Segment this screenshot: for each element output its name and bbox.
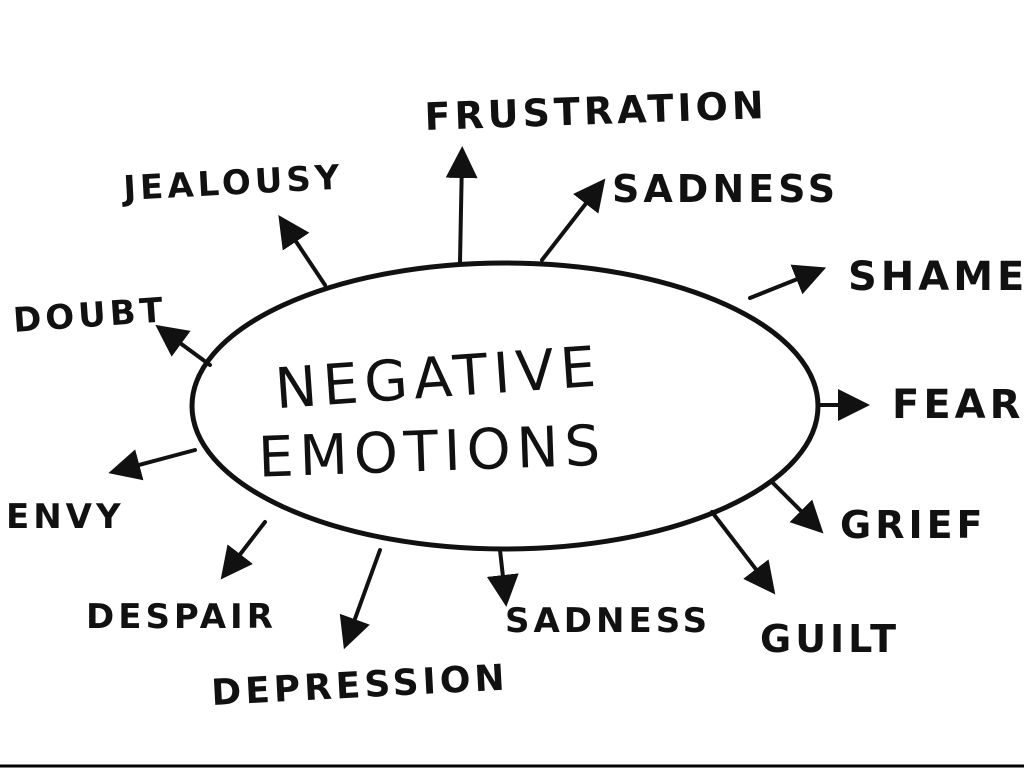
arrow-sadness-top (540, 178, 606, 262)
label-fear: FEAR (892, 382, 1024, 428)
label-shame: SHAME (848, 254, 1024, 300)
arrow-depression (339, 548, 382, 650)
arrow-envy (108, 448, 197, 481)
label-sadness-bottom: SADNESS (505, 601, 711, 641)
label-depression: DEPRESSION (210, 657, 509, 714)
label-grief: GRIEF (840, 503, 987, 547)
label-sadness-top: SADNESS (612, 167, 839, 211)
arrow-sadness-bottom (486, 548, 519, 607)
label-guilt: GUILT (760, 617, 900, 661)
arrow-frustration (445, 146, 478, 264)
label-frustration: FRUSTRATION (424, 83, 769, 139)
arrow-grief (770, 480, 824, 534)
arrow-despair (220, 520, 267, 580)
center-label-line1: NEGATIVE (273, 335, 604, 423)
arrow-doubt (155, 324, 212, 367)
arrow-shame (748, 264, 827, 300)
label-jealousy: JEALOUSY (120, 158, 344, 210)
arrow-jealousy (278, 215, 327, 287)
label-despair: DESPAIR (86, 597, 277, 637)
label-envy: ENVY (6, 497, 125, 537)
arrow-guilt (710, 510, 776, 595)
center-label-line2: EMOTIONS (257, 414, 607, 491)
label-doubt: DOUBT (12, 290, 168, 341)
